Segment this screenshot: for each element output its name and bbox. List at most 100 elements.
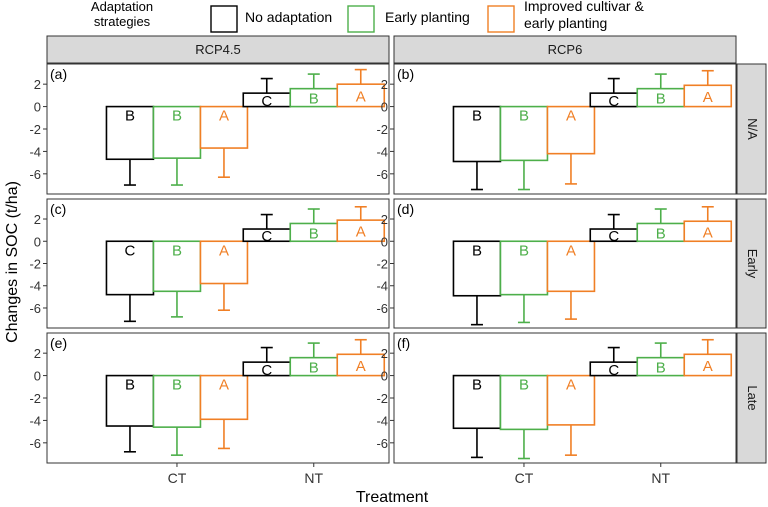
y-tick-label: -2 (376, 391, 388, 406)
y-tick-label: -2 (29, 122, 41, 137)
bar (336, 219, 386, 243)
significance-letter: C (125, 242, 136, 259)
y-tick-label: 2 (34, 346, 41, 361)
significance-letter: A (219, 377, 229, 394)
significance-letter: C (608, 362, 619, 379)
y-tick-label: -6 (376, 301, 388, 316)
significance-letter: B (309, 360, 319, 377)
significance-letter: C (608, 228, 619, 245)
row-strip-2 (736, 198, 767, 329)
significance-letter: B (125, 108, 135, 125)
significance-letter: B (519, 108, 529, 125)
significance-letter: B (472, 242, 482, 259)
y-tick-label: 0 (34, 369, 41, 384)
bar (683, 220, 733, 243)
significance-letter: B (172, 242, 182, 259)
significance-letter: A (356, 358, 366, 375)
significance-letter: B (519, 242, 529, 259)
y-tick-label: -4 (29, 279, 41, 294)
column-strip-label-2: RCP6 (548, 42, 583, 57)
significance-letter: C (261, 228, 272, 245)
significance-letter: B (172, 377, 182, 394)
legend-key-3 (487, 5, 515, 33)
y-tick-label: 0 (34, 100, 41, 115)
significance-letter: A (356, 224, 366, 241)
y-tick-label: -6 (29, 167, 41, 182)
legend-key-2 (347, 5, 375, 33)
y-tick-label: -2 (376, 122, 388, 137)
panel-tag: (d) (397, 201, 414, 217)
bar (105, 374, 155, 427)
y-tick-label: 0 (381, 100, 388, 115)
y-tick-label: 0 (381, 369, 388, 384)
y-tick-label: -2 (29, 257, 41, 272)
significance-letter: B (519, 377, 529, 394)
axes: 20-2-4-620-2-4-620-2-4-620-2-4-620-2-4-6… (4, 77, 671, 506)
bar (683, 84, 733, 108)
row-strip-1 (736, 63, 767, 195)
significance-letter: B (656, 360, 666, 377)
bar (105, 105, 155, 161)
significance-letter: A (219, 108, 229, 125)
y-tick-label: -6 (376, 436, 388, 451)
bar (152, 105, 202, 159)
y-tick-label: -4 (376, 144, 388, 159)
y-tick-label: 0 (381, 234, 388, 249)
bar (499, 374, 549, 431)
x-tick-label: CT (515, 470, 534, 486)
y-tick-label: -6 (376, 167, 388, 182)
bar (452, 240, 502, 297)
y-tick-label: -4 (29, 413, 41, 428)
y-tick-label: -6 (29, 436, 41, 451)
legend-label-3: Improved cultivar &early planting (524, 0, 644, 31)
row-strip-label-3: Late (745, 385, 760, 410)
panel-tag: (a) (50, 66, 67, 82)
bar (546, 105, 596, 155)
bar (199, 105, 249, 149)
significance-letter: A (566, 377, 576, 394)
significance-letter: C (608, 93, 619, 110)
significance-letter: B (656, 225, 666, 242)
significance-letter: A (219, 242, 229, 259)
significance-letter: C (261, 93, 272, 110)
y-tick-label: -2 (376, 257, 388, 272)
y-axis-title: Changes in SOC (t/ha) (4, 181, 21, 343)
significance-letter: B (309, 225, 319, 242)
column-strip-label-1: RCP4.5 (195, 42, 241, 57)
bar (199, 374, 249, 421)
column-strip-2 (393, 35, 737, 64)
x-tick-label: NT (304, 470, 323, 486)
bar (336, 353, 386, 377)
x-axis-title: Treatment (356, 489, 429, 506)
significance-letter: A (566, 108, 576, 125)
y-tick-label: 2 (381, 212, 388, 227)
panel-d: (d) B B A C B A (393, 198, 737, 329)
significance-letter: A (566, 242, 576, 259)
significance-letter: A (703, 89, 713, 106)
bar (499, 105, 549, 162)
significance-letter: B (125, 377, 135, 394)
panel-c: (c) C B A C B A (46, 198, 390, 329)
bar (152, 374, 202, 428)
significance-letter: B (472, 377, 482, 394)
y-tick-label: -4 (376, 279, 388, 294)
panel-tag: (c) (50, 201, 66, 217)
y-tick-label: 2 (381, 77, 388, 92)
y-tick-label: 2 (34, 212, 41, 227)
significance-letter: A (703, 224, 713, 241)
y-tick-label: -4 (376, 413, 388, 428)
bar (199, 240, 249, 285)
bar (546, 240, 596, 293)
legend-label-1: No adaptation (245, 9, 332, 25)
significance-letter: B (472, 108, 482, 125)
panel-tag: (f) (397, 335, 410, 351)
bar (546, 374, 596, 426)
bar (105, 240, 155, 296)
